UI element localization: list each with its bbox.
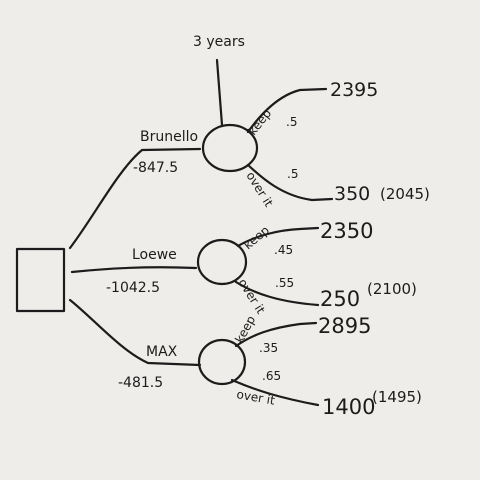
outcome-label-brunello-over: over it	[243, 169, 275, 209]
outcome-payoff-max-keep: 2895	[318, 314, 371, 338]
outcome-line-brunello-keep	[246, 87, 328, 134]
branch-label-max: MAX	[146, 344, 178, 360]
outcome-payoff-loewe-over: 250	[320, 287, 360, 311]
outcome-prob-loewe-keep: .45	[274, 243, 293, 257]
branch-label-loewe: Loewe	[132, 247, 177, 263]
branch-cost-max: -481.5	[118, 375, 163, 391]
outcome-label-loewe-keep: keep	[241, 223, 272, 252]
chance-node-loewe	[196, 238, 248, 286]
outcome-prob-brunello-over: .5	[287, 167, 298, 181]
outcome-prob-max-over: .65	[262, 369, 281, 383]
outcome-label-max-over: over it	[235, 387, 276, 408]
outcome-line-brunello-over	[246, 163, 334, 202]
outcome-line-loewe-over	[234, 280, 320, 307]
outcome-line-max-keep	[234, 321, 318, 348]
note-pointer	[215, 58, 224, 127]
branch-cost-loewe: -1042.5	[106, 280, 160, 296]
chance-node-max	[197, 338, 247, 386]
outcome-label-max-keep: keep	[232, 313, 258, 345]
outcome-payoff-brunello-keep: 2395	[330, 79, 378, 101]
branch-label-brunello: Brunello	[140, 129, 198, 145]
outcome-payoff-max-over: 1400	[322, 395, 375, 419]
outcome-payoff-loewe-keep: 2350	[320, 219, 373, 243]
outcome-line-loewe-keep	[236, 226, 320, 248]
chance-node-brunello	[201, 123, 259, 173]
branch-line-loewe	[70, 266, 198, 274]
outcome-label-brunello-keep: keep	[245, 106, 274, 137]
outcome-prob-max-keep: .35	[259, 341, 278, 355]
outcome-prob-loewe-over: .55	[275, 276, 294, 290]
outcome-payoff-brunello-over: 350	[334, 183, 370, 205]
outcome-alt-brunello-over: (2045)	[380, 185, 430, 203]
outcome-line-max-over	[230, 378, 320, 407]
branch-line-brunello	[68, 147, 202, 250]
branch-cost-brunello: -847.5	[133, 160, 178, 176]
outcome-label-loewe-over: over it	[235, 276, 267, 316]
outcome-alt-max-over: (1495)	[372, 388, 422, 406]
branch-line-max	[68, 298, 202, 367]
outcome-prob-brunello-keep: .5	[286, 115, 297, 129]
note-3-years: 3 years	[193, 34, 245, 50]
decision-node	[15, 247, 66, 313]
outcome-alt-loewe-over: (2100)	[367, 280, 417, 298]
